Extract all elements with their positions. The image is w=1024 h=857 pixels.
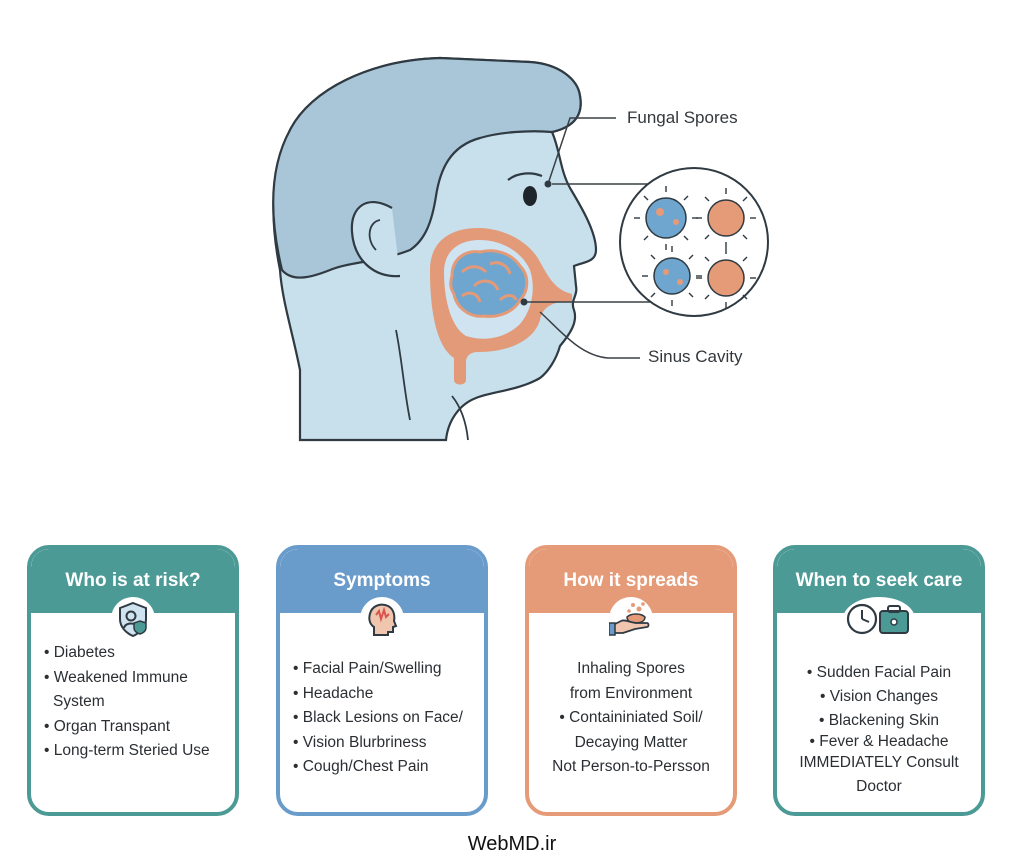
list-item: Decaying Matter (574, 733, 688, 751)
list-item: Not Person-to-Persson (552, 758, 710, 775)
spore-blue-2 (642, 246, 702, 306)
brain-structure (449, 249, 529, 318)
list-item: Weakened Immune System (41, 666, 225, 715)
card-body: Facial Pain/Swelling Headache Black Lesi… (290, 657, 474, 802)
label-sinus-cavity: Sinus Cavity (648, 347, 743, 366)
list-item: Organ Transpant (41, 715, 225, 740)
head-pain-icon (360, 597, 404, 641)
list-item: • Containiniated Soil/ (559, 709, 703, 726)
card-when-to-seek-care: When to seek care Sudden Facial Pain Vis… (773, 545, 985, 816)
list-item: Headache (290, 682, 474, 707)
card-body: Sudden Facial Pain Vision Changes Blacke… (787, 661, 971, 802)
card-who-at-risk: Who is at risk? Diabetes Weakened Immune… (27, 545, 239, 816)
list-item: from Environment (569, 684, 693, 702)
card-symptoms: Symptoms Facial Pain/Swelling Headache B… (276, 545, 488, 816)
card-how-it-spreads: How it spreads Inhaling Spores from Envi… (525, 545, 737, 816)
card-body: Inhaling Spores from Environment • Conta… (539, 657, 723, 802)
list-item: Vision Changes (787, 685, 971, 709)
card-body: Diabetes Weakened Immune System Organ Tr… (41, 641, 225, 802)
list-item: Fever & Headache (787, 733, 971, 751)
spore-blue-1 (634, 186, 698, 250)
list-item: Cough/Chest Pain (290, 755, 474, 780)
list-item: Sudden Facial Pain (787, 661, 971, 685)
list-item: Facial Pain/Swelling (290, 657, 474, 682)
eye (523, 186, 537, 206)
shield-person-icon (111, 597, 155, 641)
list-item: Vision Blurbriness (290, 731, 474, 756)
list-item: Inhaling Spores (577, 660, 685, 677)
spore-coral-1 (696, 188, 756, 248)
footer-watermark: WebMD.ir (467, 833, 557, 855)
ear (350, 201, 401, 278)
list-item: Black Lesions on Face/ (290, 706, 474, 731)
label-fungal-spores: Fungal Spores (627, 108, 738, 127)
hand-spores-icon (609, 597, 653, 641)
alert-text: IMMEDIATELY Consult Doctor (799, 754, 959, 795)
list-item: Long-term Steried Use (41, 739, 225, 764)
head-diagram (272, 56, 769, 442)
spore-coral-2 (696, 248, 756, 308)
list-item: Diabetes (41, 641, 225, 666)
list-item: Blackening Skin (787, 709, 971, 733)
spores-magnifier (619, 167, 769, 317)
clock-briefcase-icon (843, 597, 915, 641)
